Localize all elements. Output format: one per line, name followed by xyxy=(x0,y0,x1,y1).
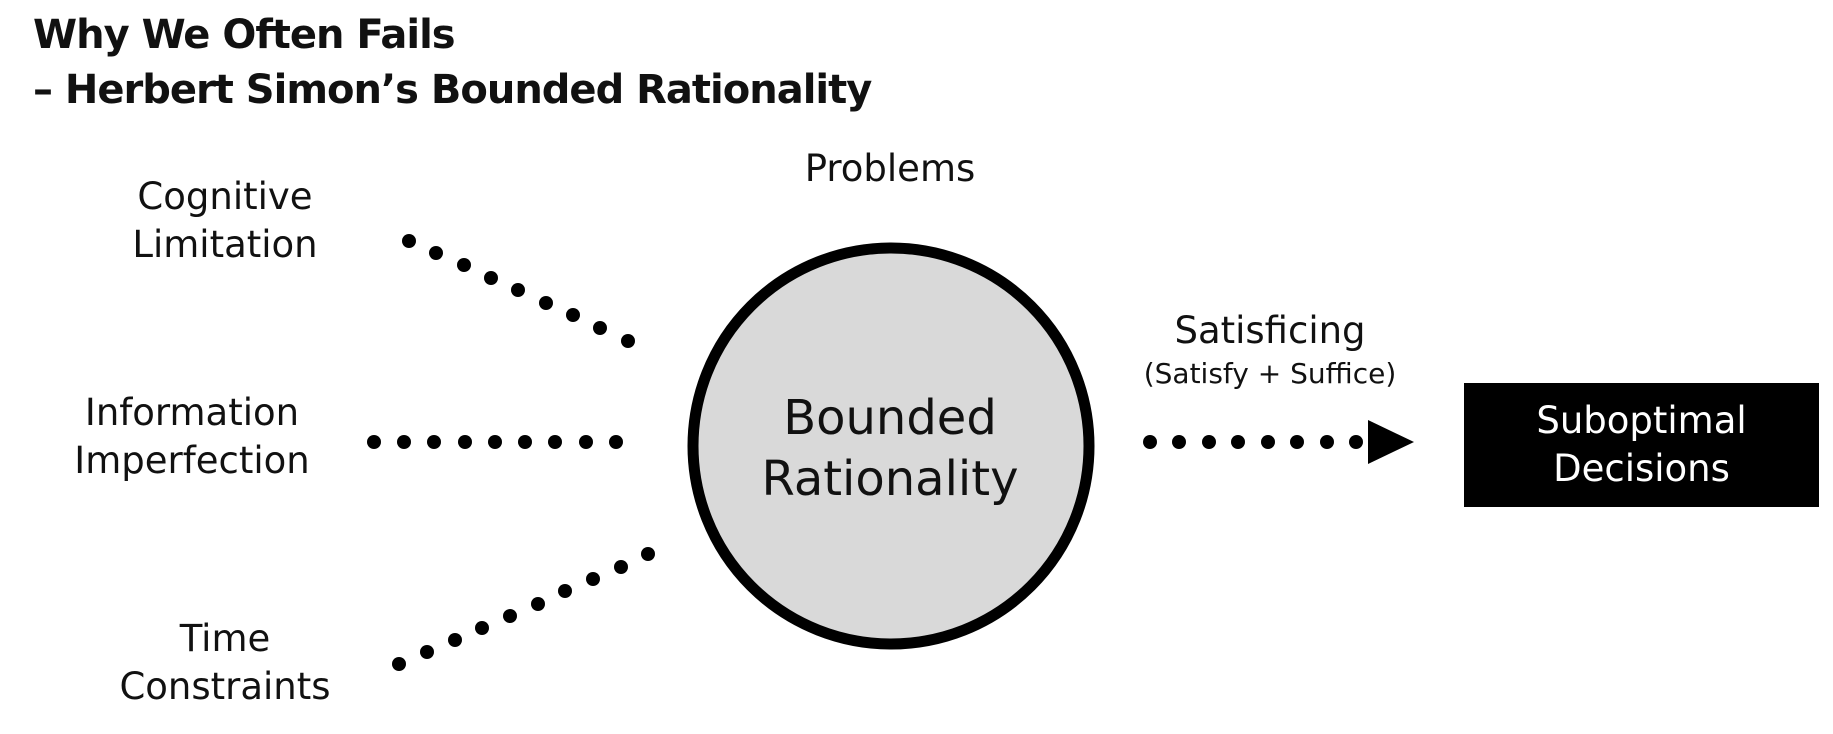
title-line-1: Why We Often Fails xyxy=(33,12,456,58)
center-line-1: Bounded xyxy=(783,390,997,446)
cause-line-2: Limitation xyxy=(132,223,318,266)
cause-cognitive-limitation: Cognitive Limitation xyxy=(105,173,345,269)
center-line-2: Rationality xyxy=(761,451,1019,507)
bounded-rationality-circle xyxy=(687,242,1095,650)
arrow-right-icon xyxy=(1368,420,1414,464)
page-title: Why We Often Fails – Herbert Simon’s Bou… xyxy=(33,8,872,118)
connector-time-constraints xyxy=(392,547,655,671)
satisficing-sublabel: (Satisfy + Suffice) xyxy=(1143,357,1397,390)
cause-line-2: Constraints xyxy=(119,665,331,708)
cause-line-1: Cognitive xyxy=(137,175,313,218)
bounded-rationality-label: Bounded Rationality xyxy=(700,388,1080,510)
connector-satisficing xyxy=(1143,435,1363,449)
cause-line-1: Information xyxy=(84,391,300,434)
result-line-1: Suboptimal xyxy=(1536,399,1747,442)
title-line-2: – Herbert Simon’s Bounded Rationality xyxy=(33,67,872,113)
connector-cognitive-limitation xyxy=(402,234,635,348)
cause-line-2: Imperfection xyxy=(74,439,310,482)
suboptimal-decisions-box: Suboptimal Decisions xyxy=(1464,383,1819,507)
result-line-2: Decisions xyxy=(1553,447,1730,490)
cause-line-1: Time xyxy=(179,617,271,660)
cause-time-constraints: Time Constraints xyxy=(105,615,345,711)
problems-label: Problems xyxy=(804,147,976,190)
cause-information-imperfection: Information Imperfection xyxy=(62,389,322,485)
connector-information-imperfection xyxy=(367,435,623,449)
satisficing-label: Satisficing xyxy=(1174,309,1366,352)
